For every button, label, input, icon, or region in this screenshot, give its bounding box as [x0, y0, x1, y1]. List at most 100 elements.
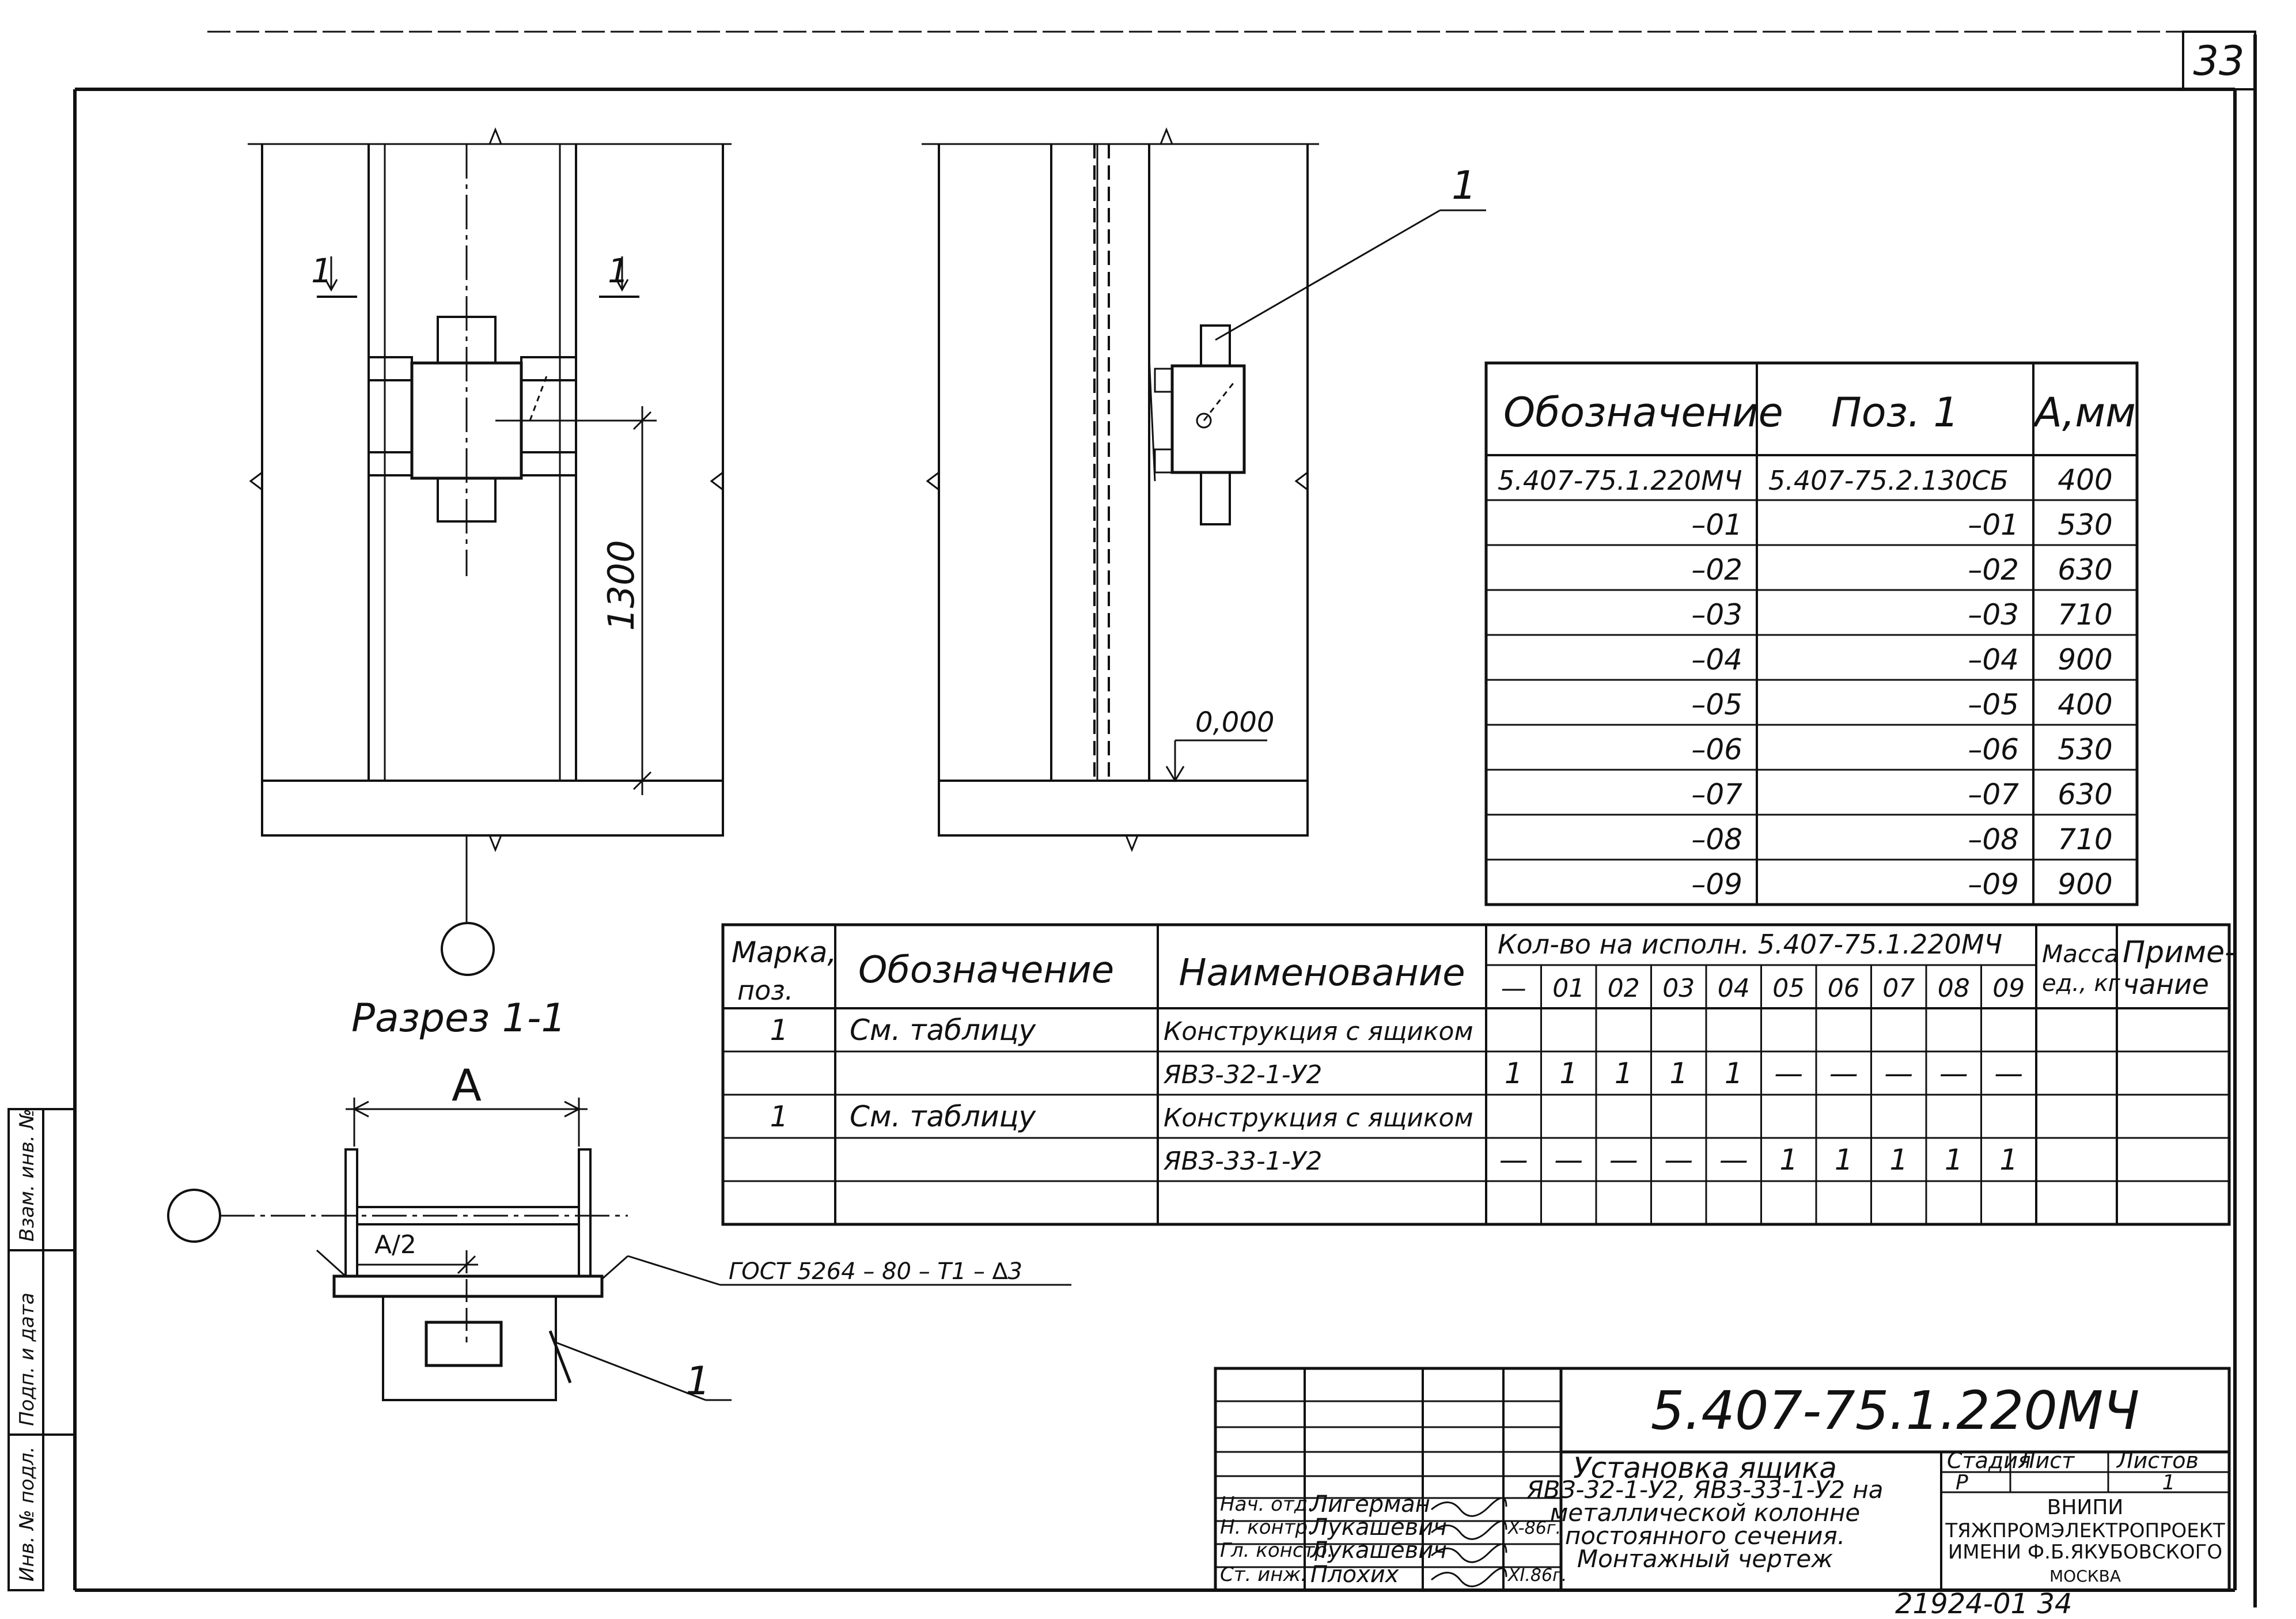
- variant-designation: –01: [1691, 508, 1742, 542]
- signature: [1431, 1497, 1507, 1517]
- table-frame: [1484, 361, 2139, 906]
- level-mark: 0,000: [1195, 706, 1274, 739]
- spec-row-qty: 1: [1835, 1143, 1853, 1177]
- spec-row-qty: 1: [1615, 1057, 1633, 1090]
- spec-header-mass: Масса: [2042, 940, 2119, 968]
- dimension-a: A: [452, 1060, 482, 1111]
- org-line: ВНИПИ: [2047, 1496, 2124, 1519]
- spec-row-qty: —: [1939, 1057, 1968, 1090]
- stamp-inv-no: Инв. № подл.: [16, 1446, 39, 1582]
- section-marker-right: 1: [608, 251, 629, 290]
- spec-qty-col: 01: [1552, 974, 1585, 1003]
- variant-a-mm: 400: [2058, 463, 2112, 497]
- variant-designation: 5.407-75.1.220МЧ: [1498, 465, 1742, 496]
- variant-pos: –02: [1968, 553, 2019, 587]
- signature: [1431, 1543, 1507, 1563]
- variant-pos: –04: [1968, 643, 2019, 676]
- drawing-code: 5.407-75.1.220МЧ: [1651, 1380, 2140, 1442]
- staff-role: Н. контр.: [1220, 1516, 1314, 1539]
- variant-a-mm: 630: [2058, 778, 2112, 811]
- spec-row-designation: См. таблицу: [850, 1100, 1037, 1133]
- variant-pos: –09: [1968, 868, 2019, 901]
- title-line: Установка ящика: [1573, 1451, 1837, 1485]
- section-marker-left: 1: [311, 251, 332, 290]
- staff-name: Лигерман: [1309, 1491, 1430, 1518]
- spec-header-mark: Марка,: [732, 936, 836, 969]
- page-number-box: [2182, 31, 2256, 90]
- variant-a-mm: 900: [2058, 868, 2112, 901]
- variant-designation: –06: [1691, 733, 1742, 766]
- spec-row-qty: —: [1499, 1143, 1528, 1177]
- variant-a-mm: 710: [2058, 823, 2112, 856]
- section-label: Разрез 1-1: [351, 996, 566, 1041]
- stamp-replace-inv: Взам. инв. №: [16, 1109, 39, 1242]
- variant-designation: –03: [1691, 598, 1742, 631]
- org-line: МОСКВА: [2049, 1567, 2121, 1586]
- staff-name: Лукашевич: [1309, 1537, 1447, 1564]
- variant-designation: –04: [1691, 643, 1742, 676]
- axis-bubble-section: [167, 1189, 221, 1243]
- axis-bubble-top: [441, 922, 495, 976]
- spec-row-qty: —: [1994, 1057, 2023, 1090]
- spec-qty-col: 05: [1772, 974, 1805, 1003]
- spec-row-name: ЯВЗ-33-1-У2: [1163, 1147, 1322, 1176]
- signature: [1431, 1520, 1507, 1540]
- spec-qty-col: 02: [1608, 974, 1640, 1003]
- position-leader-bottom: 1: [685, 1359, 710, 1404]
- staff-name: Лукашевич: [1309, 1514, 1447, 1541]
- title-frame: [1214, 1367, 2231, 1592]
- spec-qty-col: 09: [1992, 974, 2025, 1003]
- spec-row-qty: —: [1719, 1143, 1748, 1177]
- title-line: постоянного сечения.: [1565, 1522, 1845, 1550]
- side-stamp: Инв. № подл. Подп. и дата Взам. инв. №: [7, 1108, 75, 1591]
- variant-pos: –06: [1968, 733, 2019, 766]
- spec-row-qty: —: [1884, 1057, 1913, 1090]
- variant-designation: –07: [1691, 778, 1742, 811]
- front-view: 1 1 1300: [248, 127, 732, 976]
- spec-qty-col: 06: [1828, 974, 1860, 1003]
- spec-row-qty: 1: [1999, 1143, 2018, 1177]
- spec-qty-col: —: [1501, 974, 1526, 1003]
- variants-header-designation: Обозначение: [1503, 389, 1783, 436]
- spec-row-qty: —: [1664, 1143, 1693, 1177]
- position-leader-top: 1: [1452, 163, 1476, 209]
- org-line: ТЯЖПРОМЭЛЕКТРОПРОЕКТ: [1945, 1519, 2225, 1542]
- signature: [1431, 1567, 1507, 1587]
- spec-row-mark: 1: [770, 1100, 789, 1133]
- org-line: ИМЕНИ Ф.Б.ЯКУБОВСКОГО: [1948, 1541, 2222, 1564]
- staff-role: Ст. инж.: [1220, 1563, 1307, 1586]
- spec-qty-col: 04: [1718, 974, 1750, 1003]
- spec-row-qty: —: [1609, 1143, 1638, 1177]
- variant-pos: –01: [1968, 508, 2019, 542]
- spec-row-qty: 1: [1889, 1143, 1908, 1177]
- spec-header-name: Наименование: [1179, 952, 1465, 994]
- table-frame: [721, 923, 2231, 1226]
- bottom-code: 21924-01 34: [1895, 1588, 2072, 1619]
- variant-designation: –08: [1691, 823, 1742, 856]
- spec-row-qty: 1: [1505, 1057, 1523, 1090]
- sheets-label: Листов: [2116, 1448, 2199, 1473]
- spec-row-qty: —: [1829, 1057, 1858, 1090]
- spec-header-note: Приме-: [2123, 935, 2236, 970]
- variant-designation: –02: [1691, 553, 1742, 587]
- variant-designation: –09: [1691, 868, 1742, 901]
- sheets-value: 1: [2162, 1471, 2176, 1495]
- spec-row-qty: —: [1774, 1057, 1803, 1090]
- spec-row-qty: —: [1554, 1143, 1583, 1177]
- variants-header-a: А,мм: [2032, 389, 2136, 436]
- variant-a-mm: 400: [2058, 688, 2112, 721]
- variants-header-pos: Поз. 1: [1831, 389, 1959, 436]
- variant-a-mm: 710: [2058, 598, 2112, 631]
- section-1-1: Разрез 1-1 A A/2 1 ГОСТ 5264 – 80 – Т1 –…: [167, 996, 1071, 1404]
- variant-designation: –05: [1691, 688, 1742, 721]
- spec-header-mass-sub: ед., кг: [2042, 970, 2121, 997]
- spec-row-qty: 1: [1669, 1057, 1688, 1090]
- spec-row-qty: 1: [1945, 1143, 1963, 1177]
- variant-pos: 5.407-75.2.130СБ: [1768, 465, 2009, 496]
- stage-label: Стадия: [1947, 1448, 2031, 1473]
- title-line: Монтажный чертеж: [1577, 1545, 1833, 1573]
- variant-a-mm: 900: [2058, 643, 2112, 676]
